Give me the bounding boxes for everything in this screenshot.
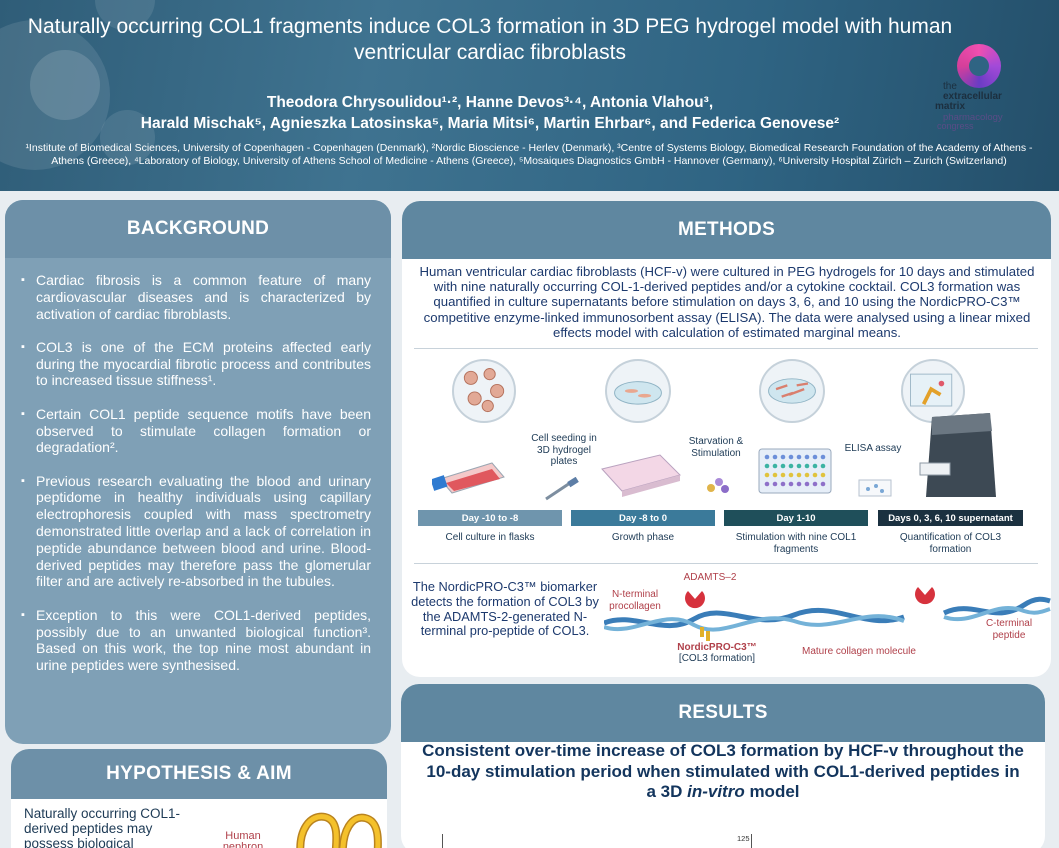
step-label: Quantification of COL3 formation bbox=[899, 532, 1002, 555]
nordicpro-label: NordicPRO-C3™ bbox=[677, 642, 757, 653]
methods-panel: METHODS Human ventricular cardiac fibrob… bbox=[402, 201, 1051, 677]
hypothesis-text: Naturally occurring COL1-derived peptide… bbox=[24, 806, 181, 848]
author-line: Theodora Chrysoulidou¹·², Hanne Devos³·⁴… bbox=[266, 94, 714, 111]
starvation-label: Starvation & Stimulation bbox=[688, 436, 744, 459]
step-box: Day -8 to 0 bbox=[571, 510, 715, 526]
step-label: Growth phase bbox=[611, 532, 675, 543]
list-item: Previous research evaluating the blood a… bbox=[21, 473, 371, 591]
step-box: Days 0, 3, 6, 10 supernatant bbox=[878, 510, 1023, 526]
results-subtitle: Consistent over-time increase of COL3 fo… bbox=[421, 741, 1025, 803]
subtitle-text: Consistent over-time increase of COL3 fo… bbox=[422, 741, 1024, 801]
adamts-label: ADAMTS–2 bbox=[683, 572, 737, 583]
logo-text: matrix bbox=[935, 101, 966, 112]
collagen-molecule-diagram bbox=[604, 587, 1051, 641]
subtitle-italic: in-vitro bbox=[687, 782, 745, 801]
culture-flask-icon bbox=[432, 462, 505, 494]
decor-circle bbox=[100, 110, 155, 165]
hydrogel-plate-icon bbox=[601, 454, 681, 497]
congress-logo: the extracellular matrix pharmacology co… bbox=[935, 44, 1050, 136]
poster-header: Naturally occurring COL1 fragments induc… bbox=[0, 0, 1059, 191]
axis-tick: 125 bbox=[737, 834, 750, 843]
step-label: Cell culture in flasks bbox=[445, 532, 535, 543]
cterminal-label: C-terminal peptide bbox=[985, 618, 1033, 641]
author-list: Theodora Chrysoulidou¹·², Hanne Devos³·⁴… bbox=[40, 92, 940, 134]
divider bbox=[414, 563, 1038, 564]
list-item: Certain COL1 peptide sequence motifs hav… bbox=[21, 406, 371, 456]
step-box: Day 1-10 bbox=[724, 510, 868, 526]
sample-tray-icon bbox=[858, 479, 892, 497]
list-item: Cardiac fibrosis is a common feature of … bbox=[21, 272, 371, 322]
chart-axis bbox=[751, 834, 752, 848]
cells-icon bbox=[463, 368, 505, 413]
list-item: COL3 is one of the ECM proteins affected… bbox=[21, 339, 371, 389]
divider bbox=[414, 348, 1038, 349]
nephron-icon bbox=[296, 812, 382, 848]
petri-dish-icon bbox=[614, 381, 662, 405]
section-heading: METHODS bbox=[402, 201, 1051, 259]
decor-circle bbox=[30, 50, 100, 120]
chart-axis bbox=[442, 834, 443, 848]
fibroblast-icon bbox=[768, 378, 816, 404]
section-heading: BACKGROUND bbox=[5, 200, 391, 258]
section-heading: RESULTS bbox=[401, 684, 1045, 742]
robot-arm-icon bbox=[910, 373, 953, 407]
fibroblast-bubble bbox=[759, 359, 825, 423]
subtitle-text: model bbox=[744, 782, 800, 801]
logo-ring-icon bbox=[957, 44, 1001, 88]
logo-text: congress bbox=[937, 121, 974, 131]
section-heading: HYPOTHESIS & AIM bbox=[11, 749, 387, 799]
mature-collagen-label: Mature collagen molecule bbox=[802, 646, 916, 657]
elisa-label: ELISA assay bbox=[844, 443, 902, 454]
logo-text: pharmacology bbox=[943, 112, 1003, 123]
methods-text: Human ventricular cardiac fibroblasts (H… bbox=[419, 264, 1035, 340]
affiliations: ¹Institute of Biomedical Sciences, Unive… bbox=[25, 142, 1033, 167]
biomarker-text: The NordicPRO-C3™ biomarker detects the … bbox=[411, 579, 599, 639]
logo-text: extracellular bbox=[943, 91, 1002, 102]
elisa-plate-icon bbox=[758, 448, 832, 494]
step-label: Stimulation with nine COL1 fragments bbox=[735, 532, 857, 555]
cell-seeding-label: Cell seeding in 3D hydrogel plates bbox=[531, 433, 597, 467]
cell-bubble bbox=[452, 359, 516, 423]
step-box: Day -10 to -8 bbox=[418, 510, 562, 526]
hypothesis-panel: HYPOTHESIS & AIM Naturally occurring COL… bbox=[11, 749, 387, 848]
nterminal-label: N-terminal procollagen bbox=[609, 589, 661, 612]
logo-text: the bbox=[943, 81, 957, 92]
background-list: Cardiac fibrosis is a common feature of … bbox=[5, 258, 391, 674]
author-line: Harald Mischak⁵, Agnieszka Latosinska⁵, … bbox=[140, 115, 840, 132]
results-panel: RESULTS Consistent over-time increase of… bbox=[401, 684, 1045, 848]
nephron-label: Human nephron bbox=[222, 830, 264, 848]
poster-title: Naturally occurring COL1 fragments induc… bbox=[27, 15, 953, 64]
peptides-icon bbox=[707, 478, 729, 493]
background-panel: BACKGROUND Cardiac fibrosis is a common … bbox=[5, 200, 391, 744]
nordicpro-sublabel: [COL3 formation] bbox=[678, 653, 756, 664]
list-item: Exception to this were COL1-derived pept… bbox=[21, 607, 371, 674]
petri-bubble bbox=[605, 359, 671, 423]
plate-reader-icon bbox=[919, 413, 996, 497]
pipette-icon bbox=[545, 477, 579, 501]
